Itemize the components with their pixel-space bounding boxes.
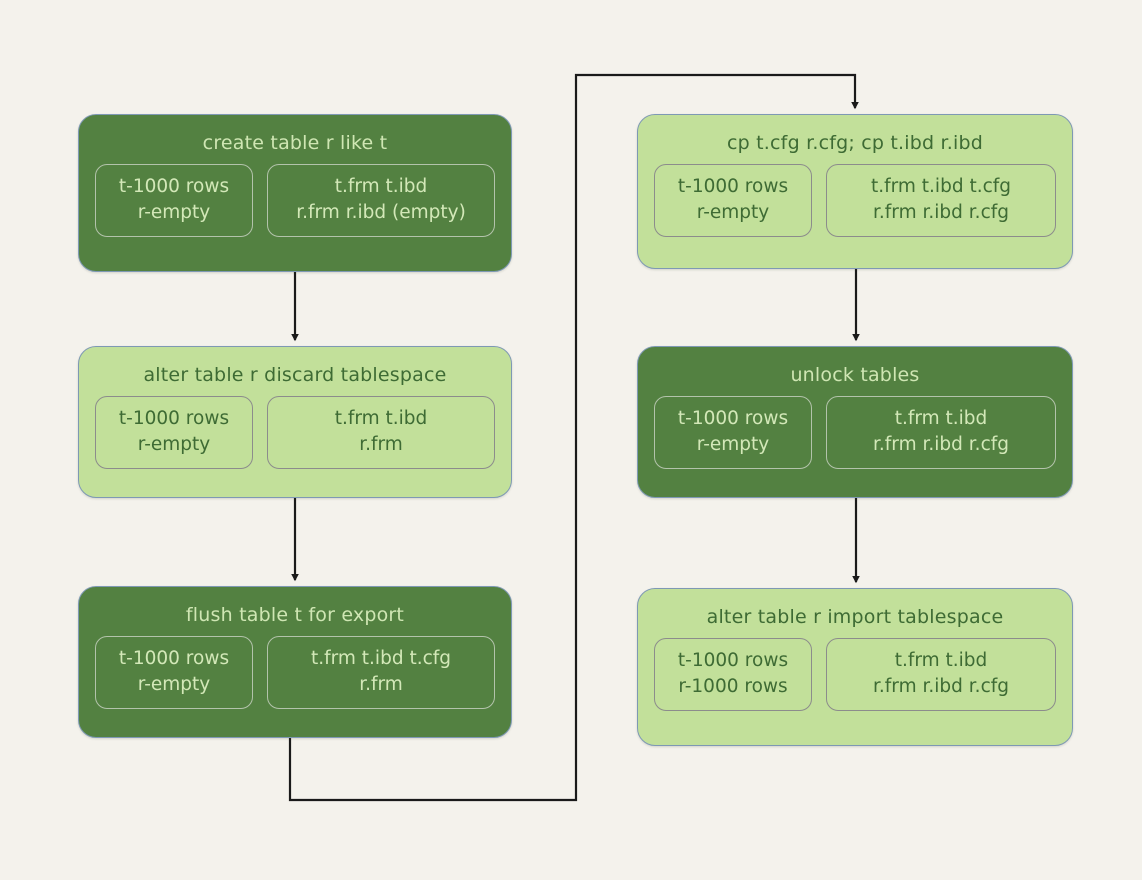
cell-line: t-1000 rows — [677, 650, 789, 671]
cell-line: r.frm — [359, 434, 403, 456]
cell-line: t.frm t.ibd — [894, 408, 988, 429]
node-title: cp t.cfg r.cfg; cp t.ibd r.ibd — [727, 132, 983, 154]
node-state-cells: t-1000 rows r-1000 rows t.frm t.ibd r.frm r… — [638, 638, 1072, 729]
cell-line: t.frm t.ibd t.cfg — [870, 176, 1012, 197]
cell-line: t-1000 rows — [677, 176, 789, 197]
node-title: unlock tables — [790, 364, 920, 386]
cell-line: t.frm t.ibd — [334, 176, 428, 197]
node-state-cells: t-1000 rows r-empty t.frm t.ibd r.frm — [79, 396, 511, 487]
cell-line: r-empty — [137, 202, 211, 224]
cell-line: t.frm t.ibd — [894, 650, 988, 671]
files-cell: t.frm t.ibd r.frm r.ibd (empty) — [267, 164, 495, 237]
node-title: alter table r discard tablespace — [143, 364, 447, 386]
cell-line: r-empty — [137, 434, 211, 456]
files-cell: t.frm t.ibd t.cfg r.frm — [267, 636, 495, 709]
cell-line: t-1000 rows — [118, 176, 230, 197]
files-cell: t.frm t.ibd r.frm — [267, 396, 495, 469]
files-cell: t.frm t.ibd r.frm r.ibd r.cfg — [826, 638, 1056, 711]
rows-cell: t-1000 rows r-empty — [95, 164, 253, 237]
cell-line: r-empty — [137, 674, 211, 696]
node-title: create table r like t — [202, 132, 388, 154]
cell-line: r.frm — [359, 674, 403, 696]
cell-line: t.frm t.ibd t.cfg — [310, 648, 452, 669]
rows-cell: t-1000 rows r-empty — [654, 164, 812, 237]
node-state-cells: t-1000 rows r-empty t.frm t.ibd t.cfg r.frm… — [638, 164, 1072, 255]
rows-cell: t-1000 rows r-1000 rows — [654, 638, 812, 711]
cell-line: r-empty — [696, 434, 770, 456]
node-title: flush table t for export — [185, 604, 405, 626]
node-alter-table-r-discard-tablespace[interactable]: alter table r discard tablespace t-1000 r… — [78, 346, 512, 498]
cell-line: r.frm r.ibd r.cfg — [873, 202, 1009, 224]
cell-line: t.frm t.ibd — [334, 408, 428, 429]
cell-line: r.frm r.ibd (empty) — [296, 202, 466, 224]
cell-line: r-empty — [696, 202, 770, 224]
node-unlock-tables[interactable]: unlock tables t-1000 rows r-empty t.frm t.i… — [637, 346, 1073, 498]
node-flush-table-t-for-export[interactable]: flush table t for export t-1000 rows r-emp… — [78, 586, 512, 738]
rows-cell: t-1000 rows r-empty — [95, 396, 253, 469]
cell-line: t-1000 rows — [677, 408, 789, 429]
cell-line: t-1000 rows — [118, 408, 230, 429]
rows-cell: t-1000 rows r-empty — [95, 636, 253, 709]
node-cp-tcfg-rcfg-cp-tibd-ribd[interactable]: cp t.cfg r.cfg; cp t.ibd r.ibd t-1000 row… — [637, 114, 1073, 269]
files-cell: t.frm t.ibd r.frm r.ibd r.cfg — [826, 396, 1056, 469]
rows-cell: t-1000 rows r-empty — [654, 396, 812, 469]
cell-line: t-1000 rows — [118, 648, 230, 669]
node-state-cells: t-1000 rows r-empty t.frm t.ibd t.cfg r.frm — [79, 636, 511, 727]
node-title: alter table r import tablespace — [706, 606, 1004, 628]
cell-line: r.frm r.ibd r.cfg — [873, 676, 1009, 698]
cell-line: r.frm r.ibd r.cfg — [873, 434, 1009, 456]
node-state-cells: t-1000 rows r-empty t.frm t.ibd r.frm r.ibd… — [79, 164, 511, 255]
node-alter-table-r-import-tablespace[interactable]: alter table r import tablespace t-1000 ro… — [637, 588, 1073, 746]
files-cell: t.frm t.ibd t.cfg r.frm r.ibd r.cfg — [826, 164, 1056, 237]
node-state-cells: t-1000 rows r-empty t.frm t.ibd r.frm r.ibd… — [638, 396, 1072, 487]
cell-line: r-1000 rows — [678, 676, 788, 698]
